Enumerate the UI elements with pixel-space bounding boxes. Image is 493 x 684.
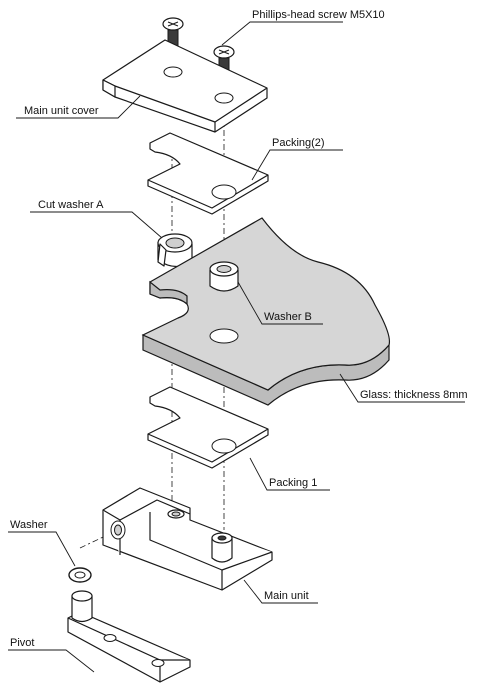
- washer-b: [209, 261, 239, 292]
- leader-lines: [8, 21, 465, 673]
- label-washer: Washer: [10, 519, 48, 531]
- label-screw: Phillips-head screw M5X10: [252, 9, 385, 21]
- label-packing-2: Packing(2): [272, 137, 325, 149]
- label-pivot: Pivot: [10, 637, 34, 649]
- label-glass: Glass: thickness 8mm: [360, 389, 468, 401]
- packing-2: [147, 132, 269, 215]
- label-washer-b: Washer B: [264, 311, 312, 323]
- glass-panel: [141, 217, 391, 406]
- washer-small: [68, 567, 92, 583]
- labels: Phillips-head screw M5X10 Main unit cove…: [10, 9, 468, 649]
- label-main-unit: Main unit: [264, 590, 309, 602]
- label-main-unit-cover: Main unit cover: [24, 105, 99, 117]
- label-cut-washer-a: Cut washer A: [38, 199, 104, 211]
- cut-washer-a: [157, 233, 193, 268]
- label-packing-1: Packing 1: [269, 477, 317, 489]
- pivot: [67, 590, 191, 683]
- packing-1: [147, 386, 269, 469]
- main-unit: [102, 487, 273, 591]
- main-unit-cover: [102, 39, 268, 133]
